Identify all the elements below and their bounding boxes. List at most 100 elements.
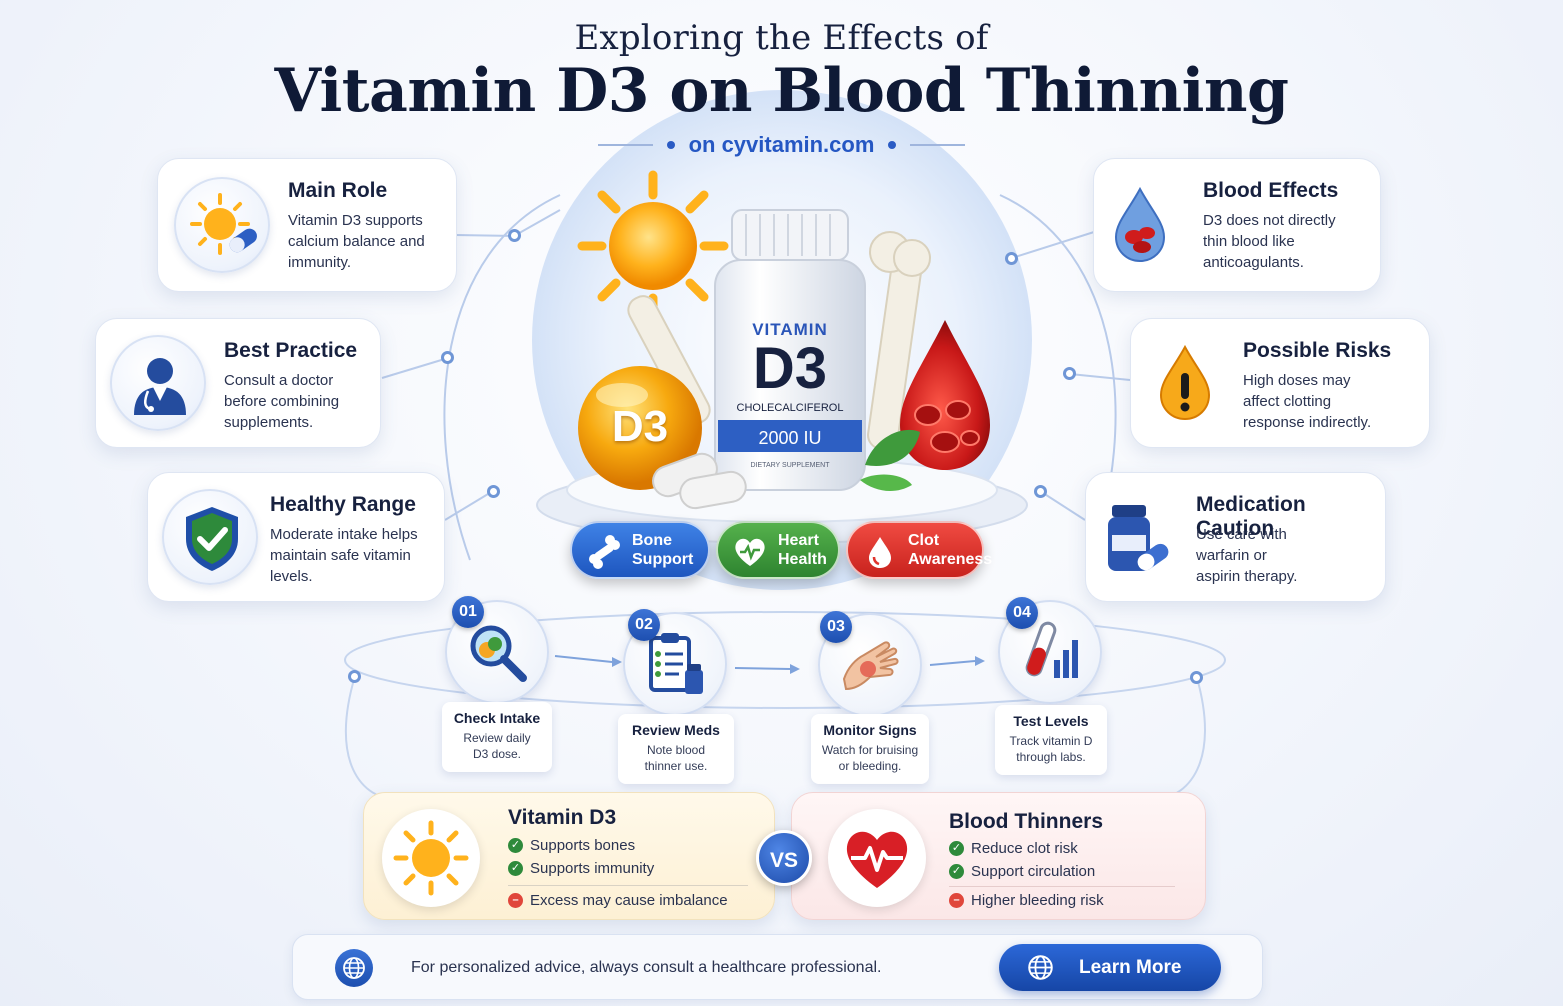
card-line: aspirin therapy.: [1196, 568, 1298, 585]
learn-more-label: Learn More: [1079, 956, 1182, 978]
icon-circle: [828, 809, 926, 907]
step-number: 02: [628, 609, 660, 641]
card-body: Moderate intake helps maintain safe vita…: [270, 524, 418, 587]
globe-icon: [1028, 955, 1053, 980]
minus-icon: –: [508, 893, 523, 908]
icon-circle: [1086, 489, 1182, 585]
title-small: Exploring the Effects of: [574, 18, 989, 58]
card-line: Use care with: [1196, 526, 1287, 543]
card-line: affect clotting: [1243, 393, 1332, 410]
card-title: Blood Effects: [1203, 179, 1339, 202]
card-line: warfarin or: [1196, 547, 1267, 564]
check-icon: ✓: [949, 864, 964, 879]
sun-icon: [577, 170, 729, 323]
connector-node: [487, 485, 500, 498]
warning-drop-icon: [1159, 344, 1211, 421]
pill-line1: Clot: [908, 532, 940, 549]
connector-node: [1063, 367, 1076, 380]
card-title: Best Practice: [224, 339, 358, 362]
card-title: Medication Caution: [1196, 493, 1306, 540]
footer-bar: For personalized advice, always consult …: [292, 934, 1263, 1000]
compare-title: Vitamin D3: [508, 806, 617, 829]
compare-list: –Higher bleeding risk: [949, 889, 1104, 912]
step-number: 04: [1006, 597, 1038, 629]
vs-badge: VS: [756, 830, 812, 886]
step-number: 03: [820, 611, 852, 643]
learn-more-button[interactable]: Learn More: [999, 944, 1221, 991]
pill-line2: Health: [778, 551, 827, 568]
bone-icon: [589, 535, 620, 569]
step-title: Monitor Signs: [823, 722, 917, 738]
capsule-icon: [652, 452, 747, 510]
bottle-label-main: D3: [752, 336, 828, 401]
site-link[interactable]: on cyvitamin.com: [688, 132, 875, 157]
magnifier-icon: [470, 625, 527, 682]
shield-check-icon: [186, 507, 238, 571]
compare-vitamin-d3: Vitamin D3 ✓Supports bones ✓Supports imm…: [363, 792, 775, 920]
compare-list: ✓Reduce clot risk ✓Support circulation: [949, 837, 1095, 883]
connector-node: [1034, 485, 1047, 498]
blood-cells-icon: [900, 320, 990, 470]
leaf-icon: [860, 429, 920, 492]
compare-list: –Excess may cause imbalance: [508, 889, 728, 912]
card-body: Use care with warfarin or aspirin therap…: [1196, 524, 1297, 587]
icon-circle: [1137, 335, 1233, 431]
bottle-label-top: VITAMIN: [752, 320, 828, 339]
footer-text: For personalized advice, always consult …: [411, 959, 882, 976]
card-line: calcium balance and: [288, 233, 425, 250]
connector-node: [441, 351, 454, 364]
card-line: immunity.: [288, 254, 352, 271]
bullet-dot: [888, 141, 897, 149]
blood-drop-icon: [1114, 186, 1166, 263]
page-title: Vitamin D3 on Blood Thinning: [274, 56, 1289, 126]
list-item: –Excess may cause imbalance: [508, 889, 728, 912]
card-title: Healthy Range: [270, 493, 416, 516]
card-medication-caution: Medication Caution Use care with warfari…: [1085, 472, 1386, 602]
card-blood-effects: Blood Effects D3 does not directly thin …: [1093, 158, 1381, 292]
icon-circle: [174, 177, 270, 273]
step-title: Review Meds: [632, 722, 720, 738]
drop-icon: [869, 537, 891, 568]
card-line: Moderate intake helps: [270, 526, 418, 543]
hand-bruise-icon: [842, 641, 899, 691]
step-number: 01: [452, 596, 484, 628]
globe-icon: [343, 957, 365, 979]
hero-illustration: [577, 170, 990, 510]
list-item: ✓Supports immunity: [508, 857, 654, 880]
card-line: maintain safe vitamin: [270, 547, 411, 564]
card-line: Vitamin D3 supports: [288, 212, 423, 229]
compare-blood-thinners: Blood Thinners ✓Reduce clot risk ✓Suppor…: [791, 792, 1206, 920]
card-main-role: Main Role Vitamin D3 supports calcium ba…: [157, 158, 457, 292]
bottle-label-small: DIETARY SUPPLEMENT: [750, 462, 830, 469]
step-circle-2: [623, 612, 727, 716]
heart-pulse-icon: [846, 831, 908, 888]
check-icon: ✓: [508, 861, 523, 876]
pill-line1: Bone: [632, 532, 672, 549]
d3-bottle-icon: [714, 209, 866, 491]
card-line: levels.: [270, 568, 313, 585]
card-title: Main Role: [288, 179, 388, 202]
subtitle-row: on cyvitamin.com: [0, 130, 1563, 160]
list-item: ✓Supports bones: [508, 834, 654, 857]
step-title: Test Levels: [1013, 713, 1089, 729]
list-item: –Higher bleeding risk: [949, 889, 1104, 912]
card-line: D3 does not directly: [1203, 212, 1336, 229]
divider: [910, 144, 966, 146]
card-body: High doses may affect clotting response …: [1243, 370, 1371, 433]
connector-node: [1190, 671, 1203, 684]
connector-node: [1005, 252, 1018, 265]
compare-title: Blood Thinners: [949, 810, 1103, 833]
sun-icon: [393, 820, 469, 896]
check-icon: ✓: [949, 841, 964, 856]
divider: [597, 144, 653, 146]
